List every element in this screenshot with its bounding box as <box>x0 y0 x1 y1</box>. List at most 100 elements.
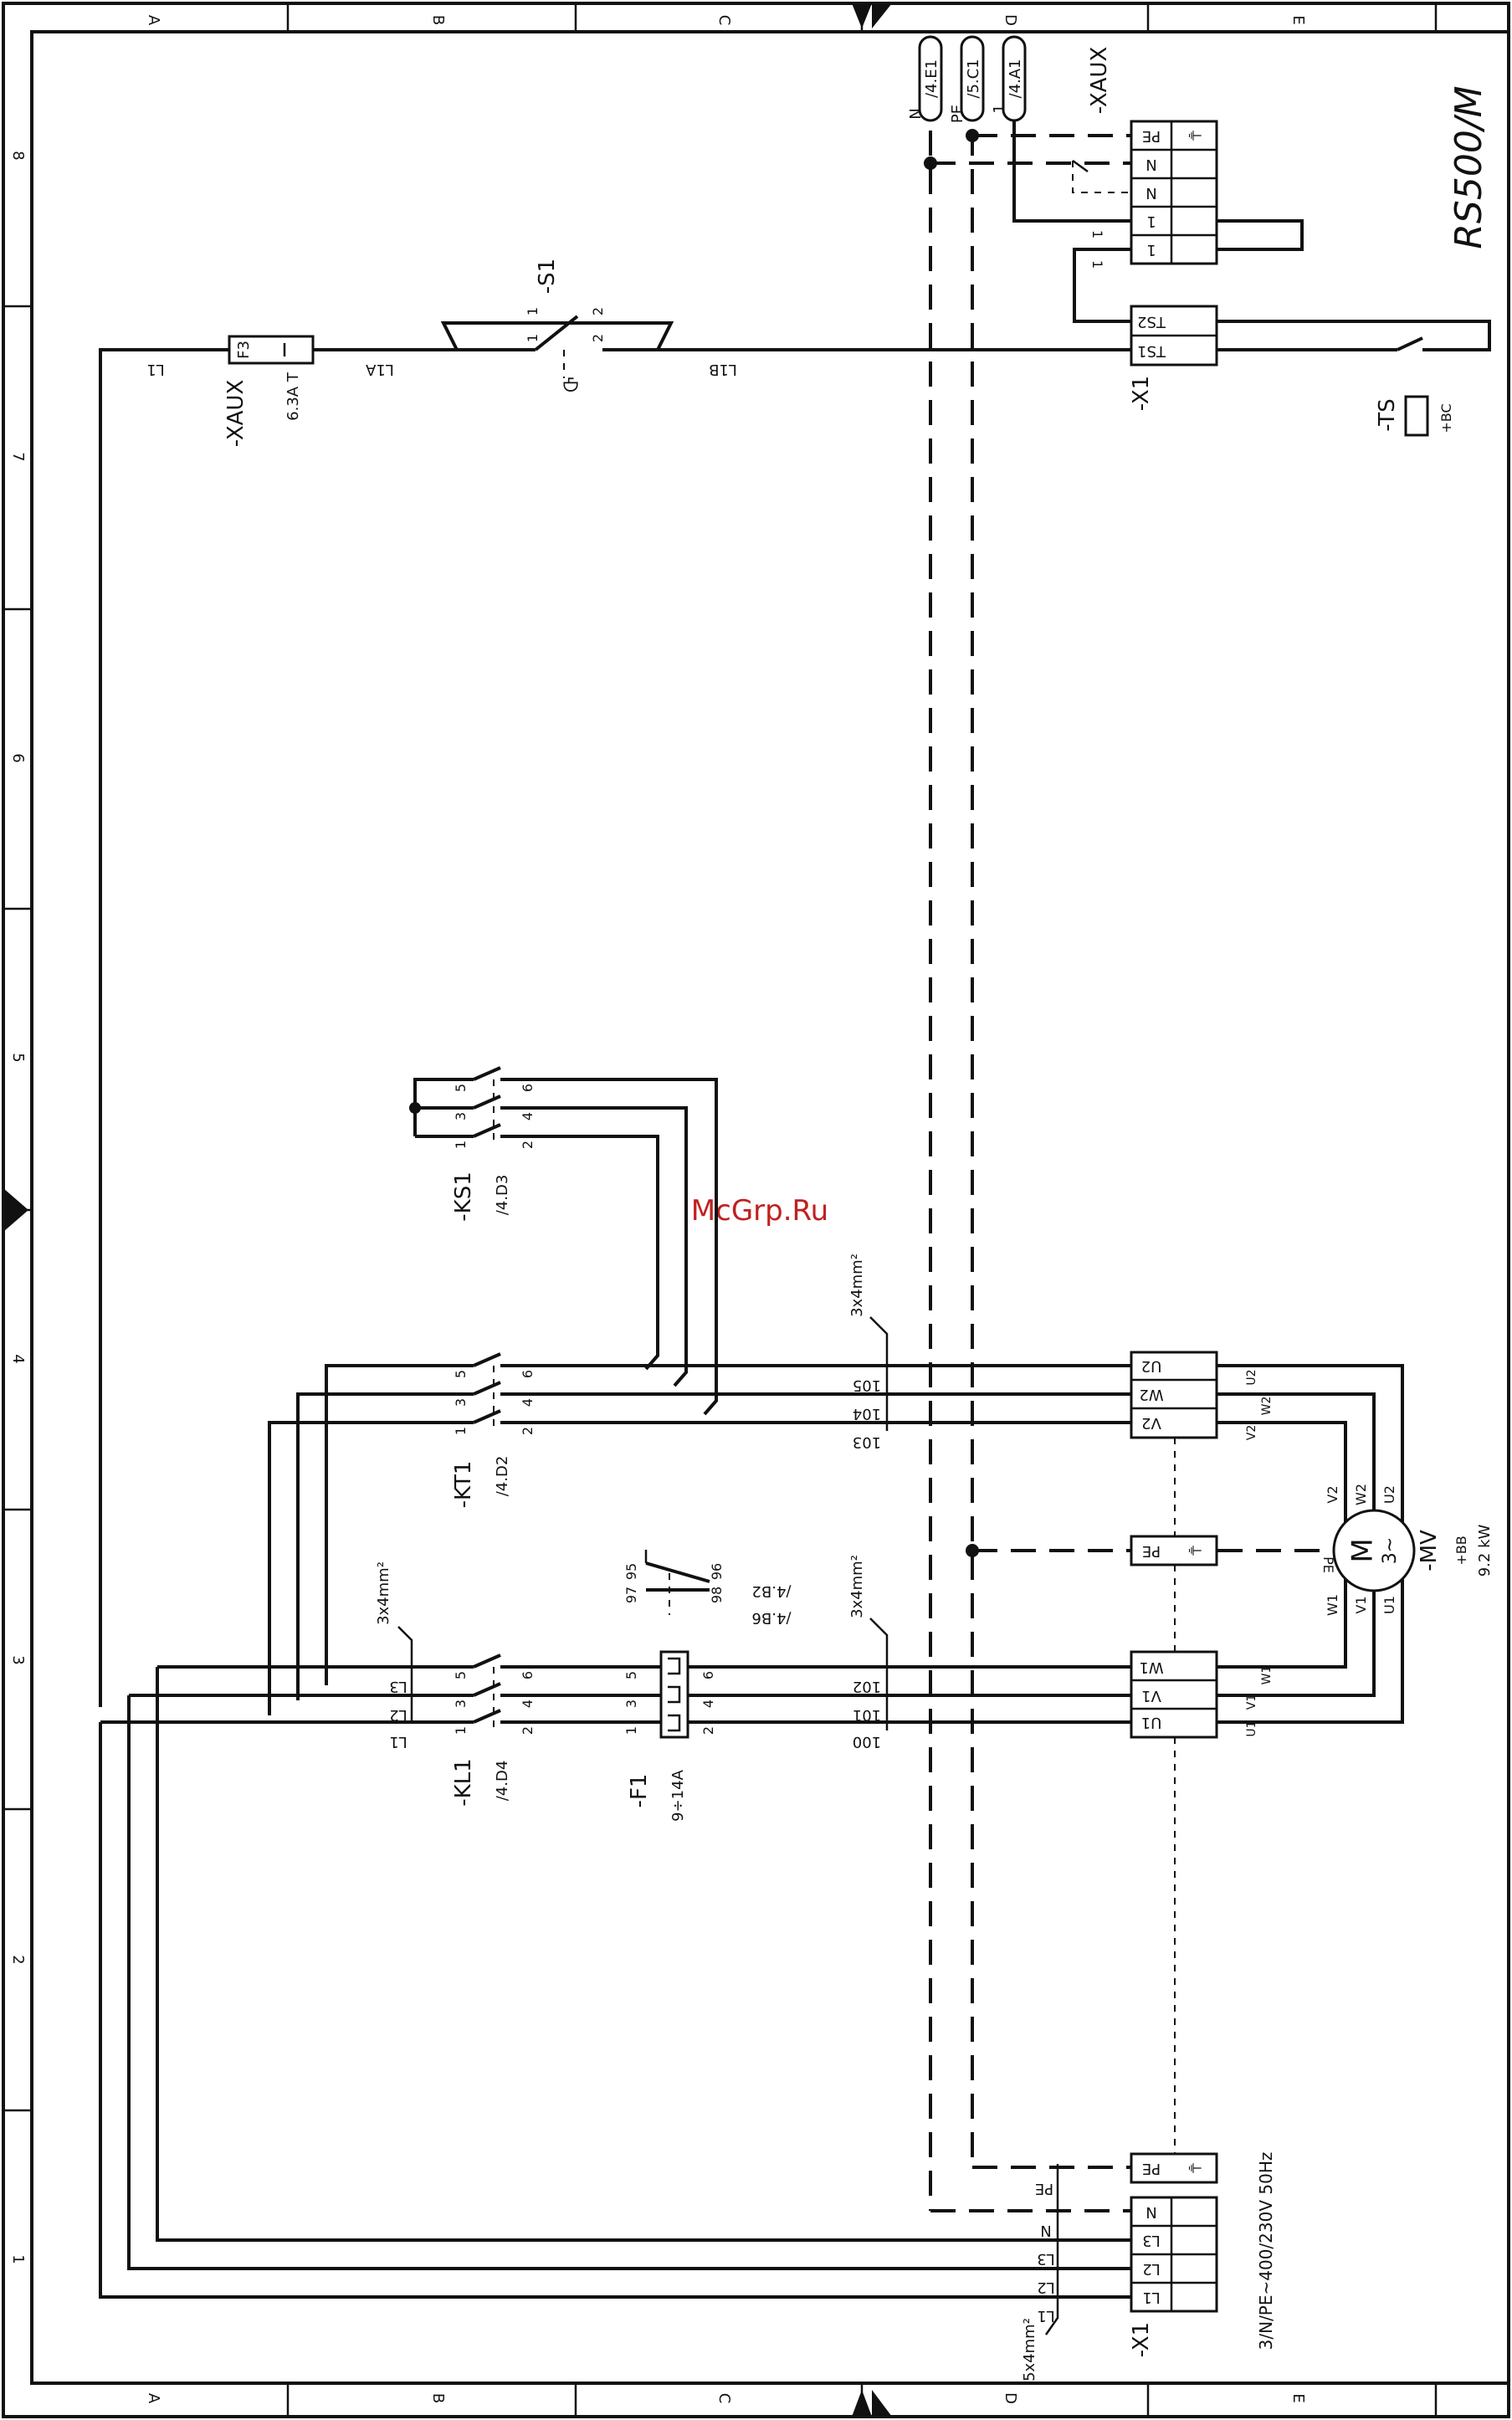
cable-supply: 5x4mm² <box>1021 2318 1038 2382</box>
ground-icon: ⏚ <box>1185 128 1202 143</box>
row-label-8: 8 <box>9 151 27 160</box>
column-label-b-top: B <box>429 15 447 25</box>
xaux-terminal-1-b: 1 <box>1146 241 1156 259</box>
f1-pin-6: 6 <box>700 1671 716 1679</box>
tick-v1: V1 <box>1245 1695 1258 1710</box>
junction-dot <box>924 156 937 170</box>
kl1-pin-5: 5 <box>453 1671 469 1679</box>
tick-w2: W2 <box>1260 1397 1274 1416</box>
xaux-terminal-block: PE ⏚ N N 1 1 -XAUX 1 1 <box>1012 47 1304 323</box>
supply-terminal-l3: L3 <box>1142 2232 1160 2249</box>
terminal-w2: W2 <box>1139 1386 1163 1403</box>
wire-label-1: 1 <box>991 104 1008 113</box>
xaux-terminal-n-1: N <box>1146 156 1156 173</box>
motor-power: 9.2 kW <box>1476 1525 1494 1577</box>
fuse-f3-icon <box>228 335 315 365</box>
f1-pin-1: 1 <box>623 1726 639 1735</box>
f1-aux-pin-95: 95 <box>623 1563 639 1580</box>
row-label-7: 7 <box>9 452 27 461</box>
jumper-label-1-a: 1 <box>1089 230 1105 238</box>
kt1-pin-6: 6 <box>520 1370 536 1378</box>
motor-pe-terminal-label: PE <box>1142 1542 1161 1560</box>
supply-wire-l3: L3 <box>1037 2250 1054 2268</box>
xaux-terminal-pe: PE <box>1142 127 1161 145</box>
column-label-d-bottom: D <box>1002 2392 1019 2404</box>
switch-actuator-icon: Ⴇ <box>561 377 582 392</box>
x1-thermostat-block: TS2 TS1 -X1 -TS +BC <box>1129 305 1491 437</box>
kl1-pin-1: 1 <box>453 1726 469 1735</box>
f1-pin-5: 5 <box>623 1671 639 1679</box>
terminal-v2: V2 <box>1141 1414 1161 1432</box>
kt1-label: -KT1 <box>451 1461 476 1509</box>
tick-u1: U1 <box>1245 1720 1258 1736</box>
kt1-pin-4: 4 <box>520 1398 536 1407</box>
terminal-w1: W1 <box>1139 1659 1163 1676</box>
kl1-phase-l2: L2 <box>389 1706 407 1724</box>
ground-icon: ⏚ <box>1185 2161 1202 2176</box>
xaux-terminal-1-a: 1 <box>1146 213 1156 230</box>
column-label-a-bottom: A <box>145 2393 162 2404</box>
kt1-pin-2: 2 <box>520 1427 536 1435</box>
junction-dot <box>966 1544 979 1557</box>
xaux-block-label: -XAUX <box>1087 47 1112 115</box>
motor-label: -MV <box>1417 1530 1442 1571</box>
kl1-ref: /4.D4 <box>494 1761 511 1802</box>
winding-w1: W1 <box>1325 1594 1340 1616</box>
kt1-wire-105: 105 <box>853 1377 881 1394</box>
column-label-c-top: C <box>715 15 733 26</box>
terminal-u2: U2 <box>1141 1357 1162 1375</box>
winding-v2: V2 <box>1325 1485 1340 1503</box>
wire-label-n: N <box>907 108 925 119</box>
motor-terminal-lower: W1 V1 U1 <box>1130 1650 1218 2154</box>
wire-label-pe: PE <box>949 105 966 123</box>
drawing-title: RS500/M <box>1448 85 1490 249</box>
kt1-pin-1: 1 <box>453 1427 469 1435</box>
supply-terminal-block: PE ⏚ N L3 L2 L1 -X1 3/N/PE~400/230V 50Hz… <box>99 1667 1276 2382</box>
xaux-terminal-n-2: N <box>1146 184 1156 202</box>
row-label-1: 1 <box>9 2254 27 2264</box>
fuse-rating: 6.3A T <box>284 372 302 421</box>
supply-wire-l1: L1 <box>1037 2307 1054 2325</box>
tick-w1: W1 <box>1260 1666 1274 1685</box>
ks1-pin-5: 5 <box>453 1084 469 1092</box>
kl1-pin-2: 2 <box>520 1726 536 1735</box>
kl1-pin-3: 3 <box>453 1700 469 1708</box>
supply-block-label: -X1 <box>1129 2322 1154 2357</box>
f1-wire-100: 100 <box>853 1733 881 1751</box>
contactor-kt1: 5 3 1 6 4 2 -KT1 /4.D2 105 104 103 3x4mm… <box>268 1254 1131 1715</box>
cable-phases: 3x4mm² <box>375 1561 392 1625</box>
f1-ref-b6: /4.B6 <box>751 1609 791 1627</box>
overload-relay-f1: 5 3 1 6 4 2 -F1 9÷14A 97 95 98 96 /4.B2 … <box>623 1550 1131 1822</box>
supply-terminal-pe: PE <box>1142 2160 1161 2177</box>
winding-u2: U2 <box>1381 1485 1397 1504</box>
supply-terminal-l1: L1 <box>1142 2289 1160 2306</box>
row-label-2: 2 <box>9 1955 27 1964</box>
switch-s1-pin-2b: 2 <box>590 307 606 315</box>
ks1-pin-1: 1 <box>453 1141 469 1149</box>
kt1-wire-104: 104 <box>853 1405 881 1423</box>
cross-reference-tags: /4.E1 /5.C1 /4.A1 N PE 1 <box>907 35 1027 123</box>
cross-ref-n: /4.E1 <box>923 59 941 98</box>
winding-u1: U1 <box>1381 1596 1397 1614</box>
motor-symbol-3ph: 3~ <box>1380 1537 1401 1564</box>
kl1-pin-6: 6 <box>520 1671 536 1679</box>
supply-terminal-l2: L2 <box>1142 2260 1160 2278</box>
supply-wire-n: N <box>1040 2222 1051 2239</box>
thermostat-icon <box>1404 395 1429 437</box>
x1-ts-block-label: -X1 <box>1129 376 1154 411</box>
terminal-u1: U1 <box>1141 1714 1162 1731</box>
kl1-phase-l3: L3 <box>389 1678 407 1695</box>
contactor-kl1: L3 L2 L1 5 3 1 6 4 2 -KL1 /4.D4 3x4mm² <box>100 1561 661 1807</box>
switch-s1-label: -S1 <box>535 259 560 294</box>
thermostat-location: +BC <box>1438 403 1454 433</box>
tick-v2: V2 <box>1245 1425 1258 1440</box>
junction-dot <box>966 129 979 142</box>
motor-pe-terminal: PE ⏚ <box>1130 1535 1218 1652</box>
overload-relay-icon <box>659 1650 689 1739</box>
junction-dot <box>409 1102 421 1114</box>
ks1-ref: /4.D3 <box>494 1175 511 1216</box>
fuse-wire-out: L1A <box>365 361 393 378</box>
fuse-wire-in: L1 <box>146 361 164 378</box>
